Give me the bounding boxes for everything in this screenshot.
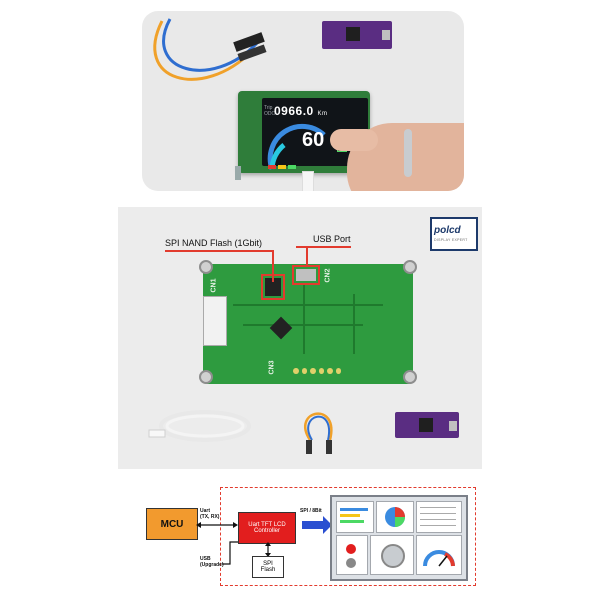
spi-label: SPI / 8Bit <box>300 508 322 514</box>
controller-line2: Controller <box>253 528 280 534</box>
adapter-chip <box>346 27 360 41</box>
callout-usb-port: USB Port <box>313 234 351 244</box>
jumper-wires-image <box>153 18 267 81</box>
finger <box>330 129 378 151</box>
callout-line-flash <box>272 250 274 282</box>
callout-line-flash <box>165 250 273 252</box>
mount-hole <box>403 370 417 384</box>
pcb-trace <box>233 304 383 306</box>
uart-pins-text: (TX, RX) <box>200 514 220 520</box>
block-diagram: MCU Uart (TX, RX) Uart TFT LCD Controlle… <box>120 480 482 592</box>
stand-left <box>235 166 241 180</box>
callout-line-usb <box>296 246 351 248</box>
lcd-tag-trip: Trip <box>264 105 273 111</box>
hmi-gauge-icon <box>423 550 455 567</box>
mount-hole <box>199 370 213 384</box>
upgrade-text: (Upgrade) <box>200 562 224 568</box>
spi-nand-flash-chip <box>261 274 285 300</box>
mount-hole <box>403 260 417 274</box>
bracelet <box>404 129 412 177</box>
spi-flash-block: SPI Flash <box>252 556 284 578</box>
label-cn3: CN3 <box>268 360 276 375</box>
module-boundary <box>220 487 476 586</box>
odometer-unit: Km <box>317 111 328 117</box>
callout-spi-nand-flash: SPI NAND Flash (1Gbit) <box>165 238 263 248</box>
adapter-usb-connector <box>449 421 457 431</box>
odometer-readout: 0966.0 Km <box>274 104 328 118</box>
hmi-bar-widget <box>336 501 374 533</box>
lcd-controller-pcb: CN1 CN2 CN3 <box>203 264 413 384</box>
flash-line1: SPI <box>263 561 273 567</box>
hmi-table-widget <box>416 501 462 533</box>
cn3-pin-header <box>293 368 341 376</box>
usb-text: USB <box>200 556 211 562</box>
pcb-trace <box>303 284 305 354</box>
controller-chip <box>269 316 293 340</box>
hmi-pie-widget <box>376 501 414 533</box>
lcd-tags: Trip ODO <box>264 105 275 117</box>
hmi-screen-preview <box>330 495 468 581</box>
hmi-gauge-widget <box>416 535 462 575</box>
usb-adapter-board <box>395 412 459 438</box>
speed-value: 60 <box>302 129 325 151</box>
flash-arrow <box>265 542 271 557</box>
lcd-tag-odo: ODO <box>264 111 276 117</box>
usb-cable-coil <box>148 410 251 442</box>
speed-arc-gauge <box>267 123 326 170</box>
hmi-button-widget <box>336 535 368 575</box>
cn1-connector <box>203 296 227 346</box>
uart-arrow <box>196 522 238 528</box>
product-photo: Trip ODO 0966.0 Km 60 Km 1 66 <box>142 11 464 191</box>
usb-connection-line <box>222 541 238 565</box>
mount-hole <box>199 260 213 274</box>
odometer-value: 0966.0 <box>274 104 314 118</box>
jumper-wires <box>303 412 333 454</box>
hmi-knob-widget <box>370 535 414 575</box>
usb-port <box>292 265 320 285</box>
hmi-pie-icon <box>385 507 405 527</box>
controller-line1: Uart TFT LCD <box>248 522 286 528</box>
pcb-trace <box>353 294 355 354</box>
callout-line-usb <box>306 246 308 266</box>
mcu-block: MCU <box>146 508 198 540</box>
uart-tft-lcd-controller: Uart TFT LCD Controller <box>238 512 296 544</box>
usb-cable <box>302 171 314 191</box>
uart-label: Uart (TX, RX) <box>200 508 219 520</box>
brand-logo: polcd DISPLAY EXPERT <box>430 217 478 251</box>
adapter-chip <box>419 418 433 432</box>
uart-text: Uart <box>200 508 211 514</box>
usb-adapter-board <box>322 21 392 49</box>
adapter-usb-connector <box>382 30 390 40</box>
brand-name: polcd <box>434 225 461 236</box>
brand-tagline: DISPLAY EXPERT <box>434 238 468 242</box>
label-cn1: CN1 <box>210 278 218 293</box>
flash-line2: Flash <box>260 567 276 573</box>
spi-arrow <box>302 516 332 534</box>
label-cn2: CN2 <box>324 268 332 283</box>
usb-upgrade-label: USB (Upgrade) <box>200 556 224 568</box>
